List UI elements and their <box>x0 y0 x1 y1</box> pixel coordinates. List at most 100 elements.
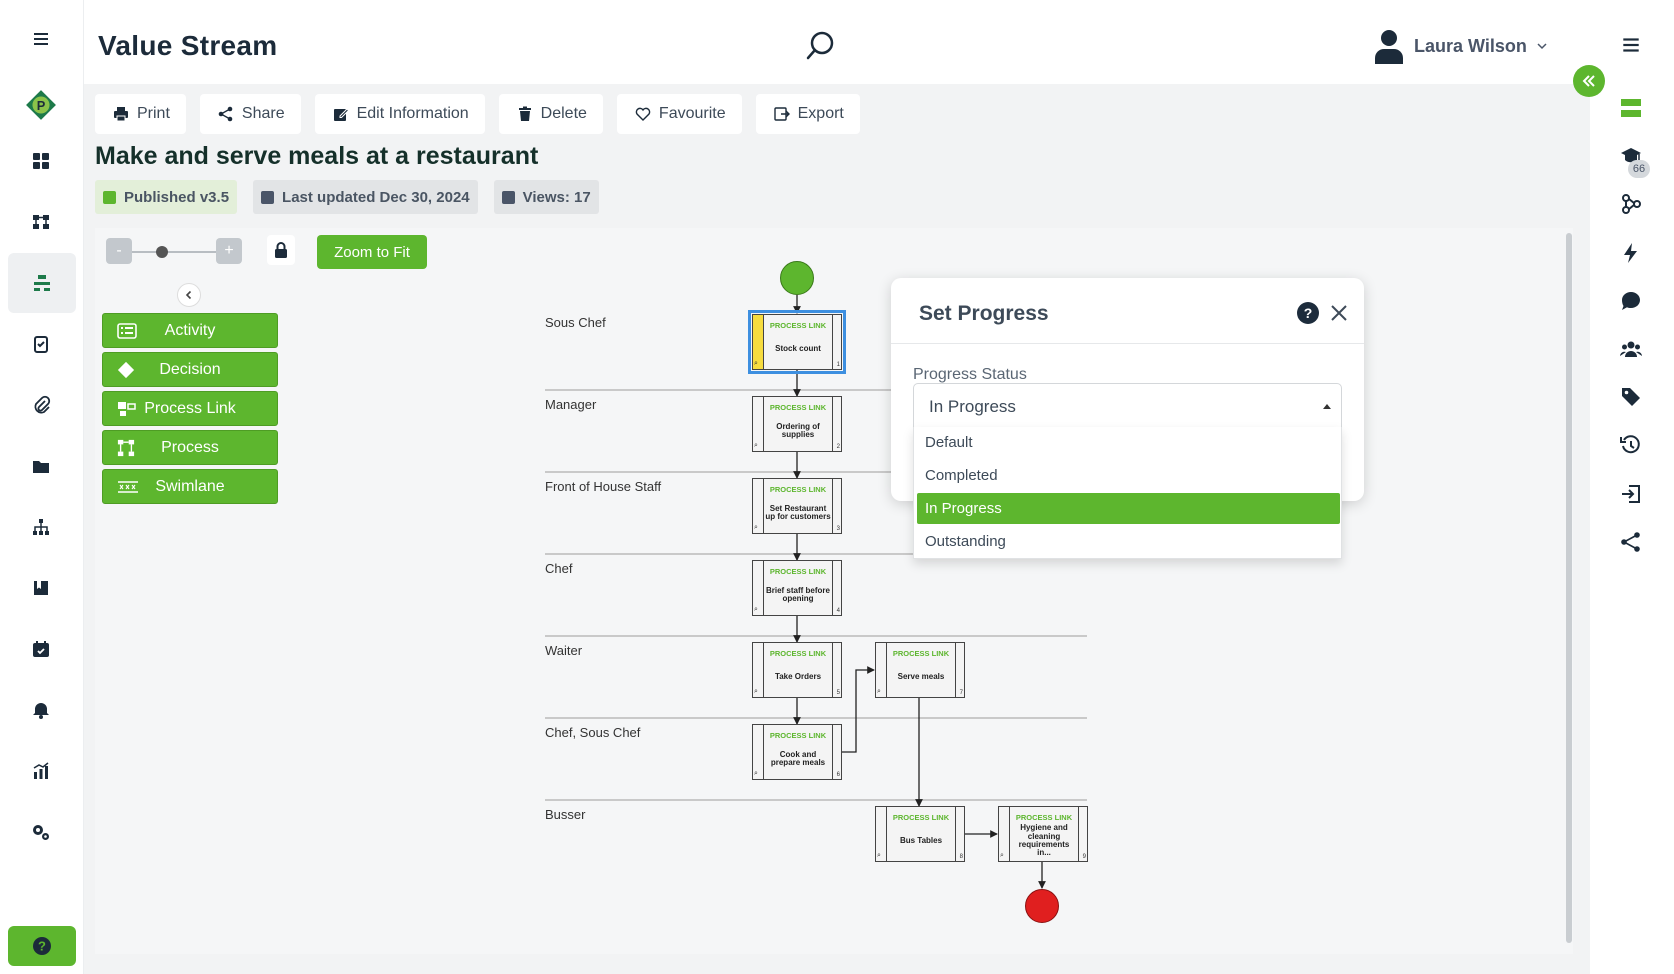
last-updated-text: Last updated Dec 30, 2024 <box>282 188 470 206</box>
calendar-icon[interactable] <box>20 628 62 670</box>
value-stream-icon[interactable] <box>20 201 62 243</box>
user-name: Laura Wilson <box>1414 35 1527 56</box>
process-node[interactable]: PROCESS LINK Ordering of supplies ⌕ 2 <box>752 396 842 452</box>
palette-decision-label: Decision <box>159 360 221 378</box>
palette-process-label: Process <box>161 438 219 456</box>
close-icon[interactable] <box>1326 300 1352 326</box>
zoom-to-fit-button[interactable]: Zoom to Fit <box>317 235 427 269</box>
process-node[interactable]: PROCESS LINK Serve meals ⌕ 7 <box>875 642 965 698</box>
zoom-slider[interactable] <box>132 251 222 253</box>
trash-icon <box>518 106 531 121</box>
layout-icon[interactable] <box>1610 87 1652 129</box>
magnifier-icon[interactable]: ⌕ <box>877 688 881 695</box>
palette-process-link[interactable]: Process Link <box>102 391 278 426</box>
process-node[interactable]: PROCESS LINK Set Restaurant up for custo… <box>752 478 842 534</box>
favourite-button[interactable]: Favourite <box>616 94 742 134</box>
lock-icon[interactable] <box>267 235 295 265</box>
avatar-icon <box>1375 30 1403 64</box>
magnifier-icon[interactable]: ⌕ <box>877 852 881 859</box>
option-in-progress[interactable]: In Progress <box>917 493 1340 524</box>
palette-process[interactable]: Process <box>102 430 278 465</box>
settings-icon[interactable] <box>20 811 62 853</box>
logo-icon[interactable]: P <box>20 84 62 126</box>
print-button[interactable]: Print <box>95 94 186 134</box>
magnifier-icon[interactable]: ⌕ <box>754 524 758 531</box>
palette-activity[interactable]: Activity <box>102 313 278 348</box>
user-menu[interactable]: Laura Wilson <box>1374 26 1547 66</box>
book-icon[interactable] <box>20 567 62 609</box>
attachment-icon[interactable] <box>20 384 62 426</box>
org-chart-icon[interactable] <box>20 506 62 548</box>
activity-icon <box>117 322 143 339</box>
hamburger-menu-icon[interactable] <box>20 18 62 60</box>
process-node[interactable]: PROCESS LINK Take Orders ⌕ 5 <box>752 642 842 698</box>
import-icon[interactable] <box>1610 473 1652 515</box>
help-icon[interactable]: ? <box>8 926 76 966</box>
option-completed[interactable]: Completed <box>925 467 998 484</box>
decision-icon <box>117 361 143 379</box>
process-map-icon[interactable] <box>8 253 76 313</box>
delete-label: Delete <box>540 105 587 122</box>
checklist-icon[interactable] <box>20 323 62 365</box>
tags-icon[interactable] <box>1610 376 1652 418</box>
progress-status-select[interactable]: In Progress <box>913 383 1342 429</box>
magnifier-icon[interactable]: ⌕ <box>1000 852 1004 859</box>
lane-label: Chef <box>545 561 573 576</box>
history-icon[interactable] <box>1610 424 1652 466</box>
start-event[interactable] <box>780 261 814 295</box>
option-outstanding[interactable]: Outstanding <box>925 533 1006 550</box>
collapse-right-panel-button[interactable] <box>1573 65 1605 97</box>
zoom-in-button[interactable]: + <box>216 238 242 264</box>
dialog-header: Set Progress ? <box>891 278 1364 344</box>
palette-swimlane[interactable]: Swimlane <box>102 469 278 504</box>
process-node[interactable]: PROCESS LINK Stock count ⌕ 1 <box>748 310 846 374</box>
magnifier-icon[interactable]: ⌕ <box>754 606 758 613</box>
bell-icon[interactable] <box>20 689 62 731</box>
progress-status-dropdown: Default Completed In Progress Outstandin… <box>913 427 1342 559</box>
training-count-badge: 66 <box>1628 160 1650 178</box>
palette-decision[interactable]: Decision <box>102 352 278 387</box>
edit-information-button[interactable]: Edit Information <box>314 94 485 134</box>
zoom-slider-handle[interactable] <box>156 246 168 258</box>
menu-icon[interactable] <box>1610 24 1652 66</box>
workflow-icon[interactable] <box>1610 183 1652 225</box>
last-updated-badge: Last updated Dec 30, 2024 <box>253 180 478 214</box>
heart-icon <box>635 107 651 121</box>
node-number: 4 <box>836 608 840 614</box>
dashboard-icon[interactable] <box>20 140 62 182</box>
magnifier-icon[interactable]: ⌕ <box>754 770 758 777</box>
lightning-icon[interactable] <box>1610 232 1652 274</box>
comment-icon[interactable] <box>1610 280 1652 322</box>
left-sidebar: P ? <box>0 0 84 974</box>
process-node[interactable]: PROCESS LINK Cook and prepare meals ⌕ 6 <box>752 724 842 780</box>
magnifier-icon[interactable]: ⌕ <box>754 688 758 695</box>
analytics-icon[interactable] <box>20 750 62 792</box>
dialog-title: Set Progress <box>919 302 1049 325</box>
zoom-out-button[interactable]: - <box>106 238 132 264</box>
option-default[interactable]: Default <box>925 434 973 451</box>
share-icon[interactable] <box>1610 521 1652 563</box>
folder-icon[interactable] <box>20 445 62 487</box>
app-title: Value Stream <box>98 30 278 61</box>
canvas-scrollbar[interactable] <box>1566 233 1572 943</box>
node-number: 5 <box>836 690 840 696</box>
share-button[interactable]: Share <box>199 94 301 134</box>
delete-button[interactable]: Delete <box>498 94 603 134</box>
lane-label: Front of House Staff <box>545 479 662 494</box>
people-icon[interactable] <box>1610 328 1652 370</box>
magnifier-icon[interactable]: ⌕ <box>754 360 758 367</box>
process-node[interactable]: PROCESS LINK Hygiene and cleaning requir… <box>998 806 1088 862</box>
magnifier-icon[interactable]: ⌕ <box>754 442 758 449</box>
process-icon <box>117 439 143 457</box>
node-number: 1 <box>836 362 840 368</box>
lane-label: Busser <box>545 807 586 822</box>
export-button[interactable]: Export <box>755 94 860 134</box>
end-event[interactable] <box>1025 889 1059 923</box>
help-icon[interactable]: ? <box>1297 302 1319 324</box>
collapse-palette-button[interactable] <box>177 283 201 307</box>
selection-stripe <box>753 315 763 369</box>
process-node[interactable]: PROCESS LINK Brief staff before opening … <box>752 560 842 616</box>
node-type: PROCESS LINK <box>892 649 950 658</box>
process-node[interactable]: PROCESS LINK Bus Tables ⌕ 8 <box>875 806 965 862</box>
search-icon[interactable] <box>802 28 838 64</box>
